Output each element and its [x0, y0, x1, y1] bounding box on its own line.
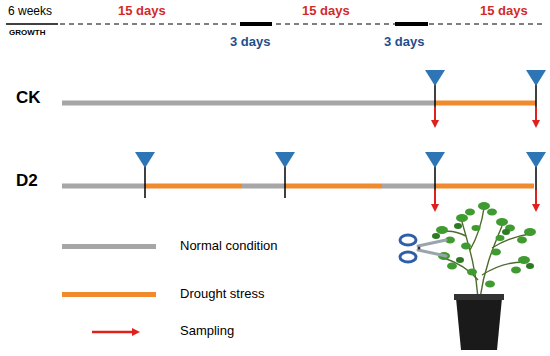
- recovery-duration: 3 days: [230, 35, 270, 50]
- d2-bars: [62, 186, 534, 187]
- growth-label: GROWTH: [9, 28, 45, 37]
- ck-markers: [425, 70, 546, 124]
- recovery-duration: 3 days: [384, 35, 424, 50]
- group-label: D2: [16, 171, 38, 191]
- recovery-bar: [240, 22, 272, 26]
- sampling-arrow-sample: [92, 331, 136, 334]
- growth-bar: [6, 23, 58, 25]
- legend-label: Normal condition: [180, 239, 278, 254]
- recovery-bar: [395, 22, 428, 26]
- legend-swatch: [62, 244, 156, 249]
- growth-duration: 6 weeks: [8, 5, 52, 19]
- legend-label: Sampling: [180, 324, 234, 339]
- normal-bar: [62, 101, 435, 106]
- group-label: CK: [16, 88, 41, 108]
- legend-label: Drought stress: [180, 287, 265, 302]
- stress-duration: 15 days: [302, 4, 350, 19]
- stress-duration: 15 days: [480, 4, 528, 19]
- plant-illustration: [432, 202, 536, 350]
- timeline-dash: [60, 24, 545, 25]
- d2-markers: [135, 152, 546, 208]
- legend-swatch: [62, 292, 156, 297]
- stress-duration: 15 days: [118, 4, 166, 19]
- drought-bar: [435, 101, 536, 106]
- scissors-icon: [400, 235, 446, 262]
